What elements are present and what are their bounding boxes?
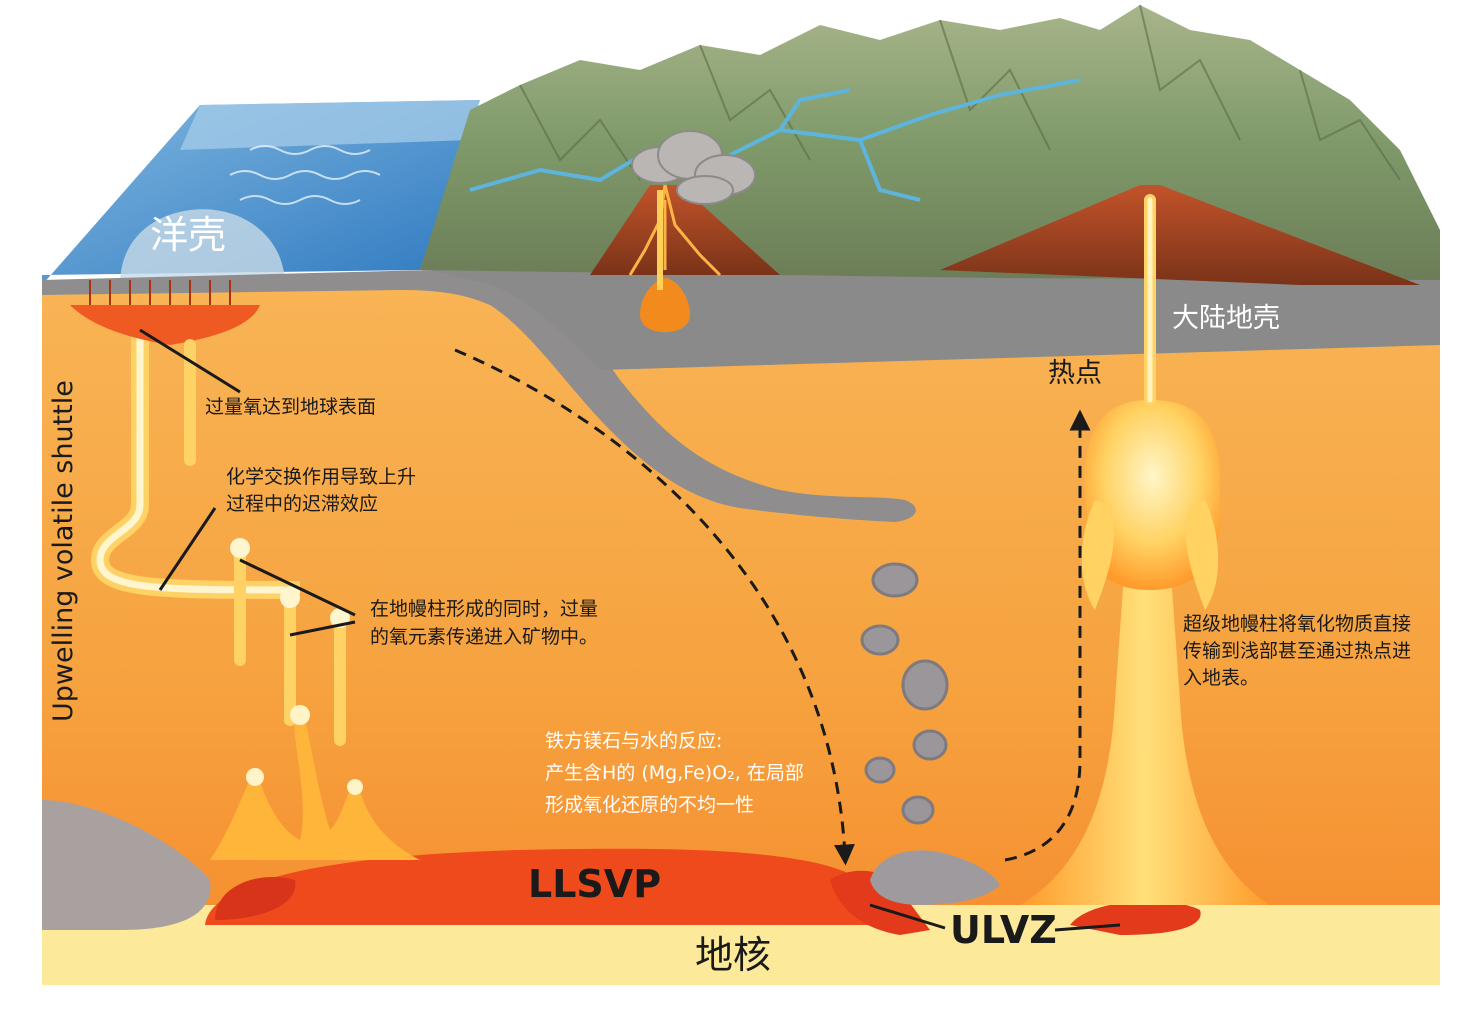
label-superplume-1: 超级地幔柱将氧化物质直接 xyxy=(1183,613,1411,635)
volcano-left xyxy=(590,185,780,275)
label-hotspot: 热点 xyxy=(1048,358,1102,389)
superplume-lobe-right xyxy=(1185,500,1219,610)
label-reaction-1: 铁方镁石与水的反应: xyxy=(545,730,722,752)
llsvp-dark-spot xyxy=(215,876,296,920)
mountain-ridges xyxy=(519,4,1401,181)
ocean-surface xyxy=(180,100,480,150)
left-slab-remnant xyxy=(42,800,211,930)
basal-plume-tips xyxy=(246,705,363,795)
subduction-path-arrow xyxy=(454,348,855,866)
label-superplume-2: 传输到浅部甚至通过热点进 xyxy=(1183,640,1411,662)
label-chem-exchange-2: 过程中的迟滞效应 xyxy=(226,493,378,515)
label-chem-exchange-1: 化学交换作用导致上升 xyxy=(226,466,416,488)
llsvp-pile xyxy=(205,848,875,925)
leader-lines xyxy=(139,328,1121,932)
label-excess-oxygen: 过量氧达到地球表面 xyxy=(205,396,376,418)
label-core: 地核 xyxy=(695,933,771,977)
oceanic-crust-dome xyxy=(120,209,285,285)
label-llsvp: LLSVP xyxy=(528,862,661,906)
label-plume-oxygen-2: 的氧元素传递进入矿物中。 xyxy=(370,626,598,648)
label-continental-crust: 大陆地壳 xyxy=(1172,303,1280,334)
left-plume-conduit-core xyxy=(96,330,301,594)
slab-pile-core xyxy=(870,850,1000,905)
label-oceanic-crust: 洋壳 xyxy=(150,213,226,257)
left-plume-fingers xyxy=(89,280,231,305)
ocean-waves xyxy=(229,145,381,205)
slab-fragments xyxy=(860,562,949,825)
magma-chamber-left xyxy=(640,278,690,333)
superplume-lobe-left xyxy=(1081,500,1115,610)
label-reaction-2: 产生含H的 (Mg,Fe)O₂, 在局部 xyxy=(545,762,804,784)
subducting-slab xyxy=(42,270,916,522)
upwelling-path-arrow xyxy=(1004,409,1091,862)
volcano-right xyxy=(940,185,1420,285)
label-superplume-3: 入地表。 xyxy=(1183,667,1259,689)
ulvz-zone xyxy=(830,870,930,935)
plume-drips xyxy=(234,544,346,746)
eruption-cloud xyxy=(631,130,756,205)
basal-plume-cluster xyxy=(210,720,420,860)
label-side-title: Upwelling volatile shuttle xyxy=(48,380,79,722)
left-plume-head xyxy=(70,305,260,345)
label-reaction-3: 形成氧化还原的不均一性 xyxy=(545,794,754,816)
superplume-stem xyxy=(1020,560,1270,905)
rivers xyxy=(469,78,1081,202)
label-ulvz: ULVZ xyxy=(950,908,1057,952)
label-plume-oxygen-1: 在地幔柱形成的同时，过量 xyxy=(370,598,598,620)
